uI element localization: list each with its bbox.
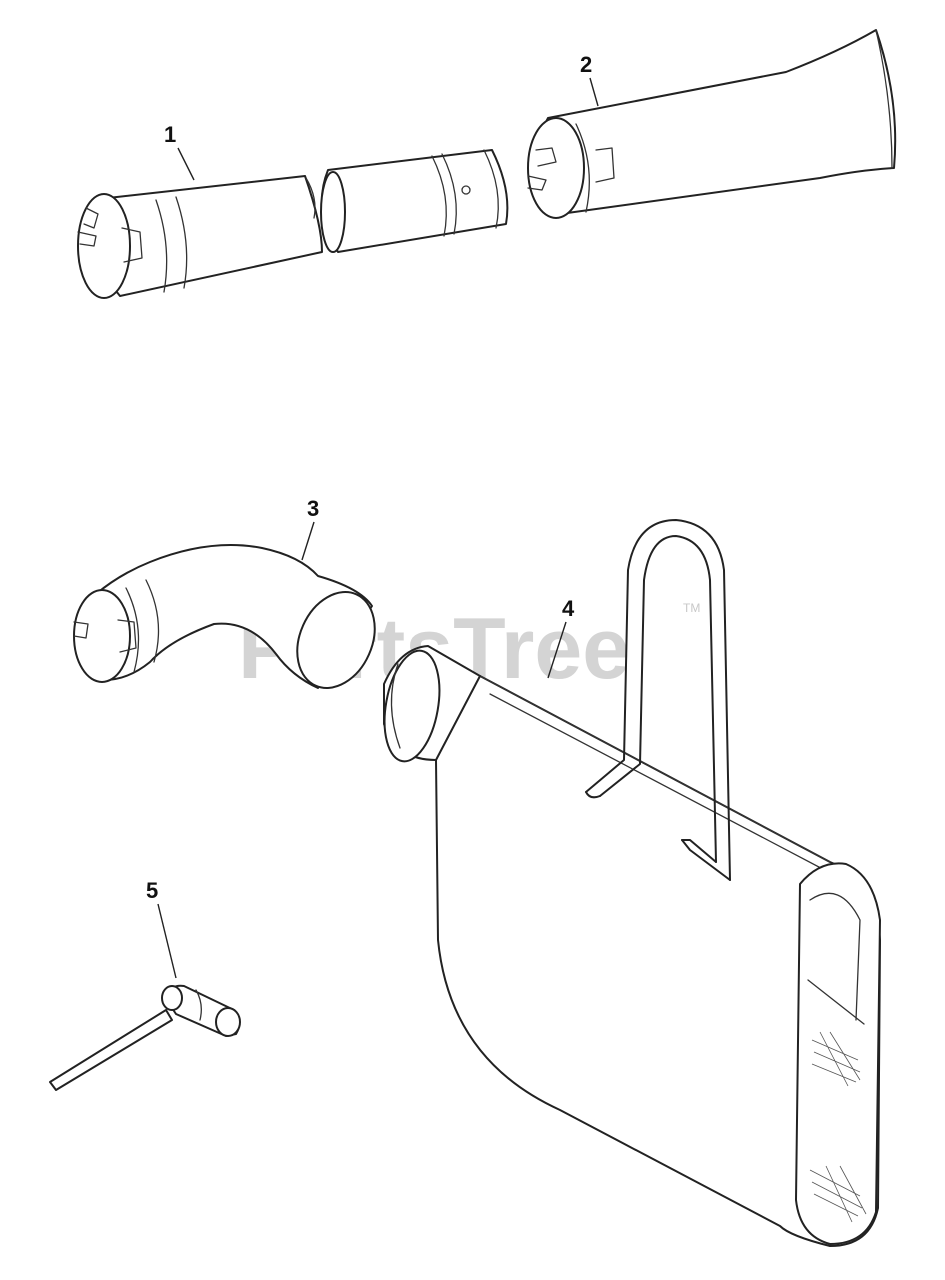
leader-line-4 [547,621,567,679]
leader-line-5 [157,903,177,979]
watermark-trademark: TM [683,601,700,615]
callout-1: 1 [164,122,176,147]
leader-line-2 [589,77,599,107]
callout-4: 4 [562,596,575,621]
leader-line-3 [301,521,315,561]
part-2-nozzle[interactable] [527,29,897,219]
leader-line-1 [177,147,195,181]
part-4-collection-bag[interactable] [377,519,881,1247]
part-5-t-wrench[interactable] [49,984,241,1091]
part-1-blower-tube[interactable] [77,149,509,299]
part-3-elbow-tube[interactable] [73,544,389,700]
callout-2: 2 [580,52,592,77]
callout-3: 3 [307,496,319,521]
callout-5: 5 [146,878,158,903]
